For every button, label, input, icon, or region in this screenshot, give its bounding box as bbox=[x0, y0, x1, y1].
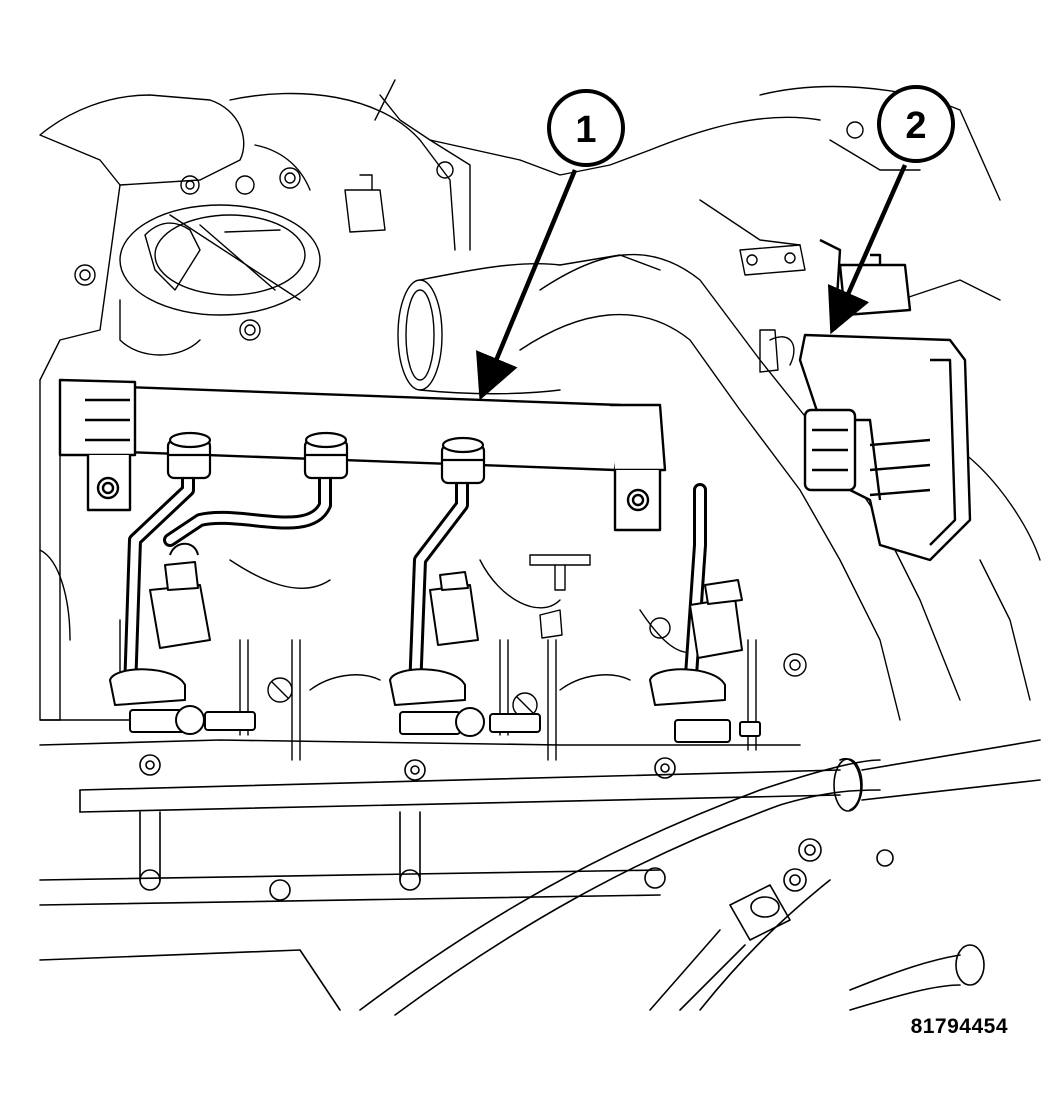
lower-manifold bbox=[39, 739, 1041, 1016]
engine-background bbox=[39, 79, 1041, 761]
line-fittings bbox=[166, 431, 486, 485]
callout-2: 2 bbox=[877, 85, 955, 163]
callout-arrows bbox=[475, 164, 908, 401]
injector-lines bbox=[123, 463, 707, 697]
callout-1: 1 bbox=[547, 89, 625, 167]
injector-connectors bbox=[109, 542, 761, 743]
fuel-rail bbox=[58, 378, 667, 532]
callout-2-leader bbox=[827, 164, 908, 335]
figure-number: 81794454 bbox=[910, 1015, 1008, 1038]
callout-1-label: 1 bbox=[575, 109, 596, 151]
callout-1-leader bbox=[475, 169, 578, 401]
callout-2-label: 2 bbox=[905, 105, 926, 147]
sensor-module bbox=[798, 238, 972, 562]
